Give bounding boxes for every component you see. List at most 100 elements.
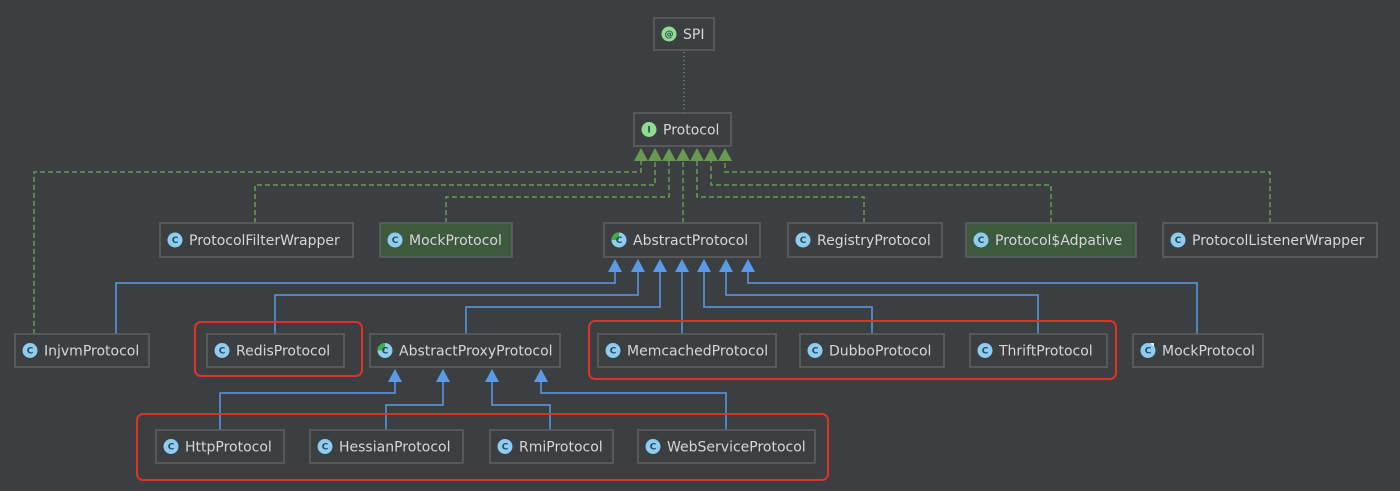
svg-text:C: C xyxy=(800,236,807,246)
svg-text:C: C xyxy=(1175,236,1182,246)
class-icon: C xyxy=(605,343,621,358)
node-box xyxy=(637,429,816,464)
arrowhead-icon xyxy=(388,369,402,382)
node-label: ProtocolListenerWrapper xyxy=(1192,233,1365,249)
arrowhead-icon xyxy=(675,259,689,272)
node-label: SPI xyxy=(683,27,704,43)
node-label: Protocol xyxy=(663,123,719,139)
node-label: HessianProtocol xyxy=(339,440,451,456)
class-icon: C xyxy=(977,343,993,358)
node-label: MockProtocol xyxy=(409,233,502,249)
edge-line xyxy=(747,272,1198,334)
node-registry[interactable]: C RegistryProtocol xyxy=(787,222,943,258)
edge-line xyxy=(254,161,656,223)
arrowhead-icon xyxy=(534,369,548,382)
edge-line xyxy=(465,272,661,334)
arrowhead-icon xyxy=(718,148,732,161)
class-icon: C xyxy=(497,439,513,454)
node-label: Protocol$Adpative xyxy=(995,233,1122,249)
arrowhead-icon xyxy=(741,259,755,272)
svg-text:C: C xyxy=(982,347,989,357)
class-icon: C xyxy=(167,232,183,248)
abstract-class-icon: C xyxy=(611,232,627,248)
edge-line xyxy=(445,161,670,223)
node-filter[interactable]: C ProtocolFilterWrapper xyxy=(159,222,354,258)
node-dubbo[interactable]: C DubboProtocol xyxy=(799,333,945,368)
edge-injvm-to-protocol xyxy=(33,148,648,334)
node-label: WebServiceProtocol xyxy=(667,440,806,456)
svg-text:I: I xyxy=(647,126,650,136)
abstract-class-icon: C xyxy=(377,343,393,358)
node-label: RegistryProtocol xyxy=(817,233,931,249)
svg-text:C: C xyxy=(322,443,329,453)
edge-line xyxy=(33,161,642,334)
edges xyxy=(33,52,1271,430)
class-icon: C xyxy=(387,232,403,248)
edge-line xyxy=(540,382,727,430)
node-spi[interactable]: @ SPI xyxy=(653,17,715,51)
highlight-box xyxy=(136,413,829,481)
edge-injvm-to-abstract xyxy=(115,259,622,334)
edge-listener-to-protocol xyxy=(718,148,1271,223)
node-label: ThriftProtocol xyxy=(998,344,1093,360)
node-webservice[interactable]: C WebServiceProtocol xyxy=(637,429,816,464)
node-box xyxy=(206,333,345,368)
edge-mock2-to-abstract xyxy=(741,259,1198,334)
node-listener[interactable]: C ProtocolListenerWrapper xyxy=(1162,222,1378,258)
node-hessian[interactable]: C HessianProtocol xyxy=(309,429,464,464)
svg-text:C: C xyxy=(616,236,623,246)
arrowhead-icon xyxy=(653,259,667,272)
node-adaptive[interactable]: C Protocol$Adpative xyxy=(965,222,1137,258)
svg-text:C: C xyxy=(392,236,399,246)
node-mock1[interactable]: C MockProtocol xyxy=(379,222,513,258)
edge-abstract-to-protocol xyxy=(676,148,690,223)
node-mock2[interactable]: C MockProtocol xyxy=(1132,333,1264,368)
edge-thrift-to-abstract xyxy=(719,259,1039,334)
class-icon: C xyxy=(317,439,333,454)
arrowhead-icon xyxy=(719,259,733,272)
edge-redis-to-abstract xyxy=(274,259,645,334)
edge-memcached-to-abstract xyxy=(675,259,689,334)
edge-line xyxy=(696,161,865,223)
annotation-icon: @ xyxy=(661,26,677,42)
arrowhead-icon xyxy=(697,259,711,272)
edge-line xyxy=(725,272,1039,334)
edge-registry-to-protocol xyxy=(690,148,865,223)
test-class-icon: C xyxy=(1140,343,1156,358)
edge-hessian-to-proxy xyxy=(385,369,450,430)
node-protocol[interactable]: I Protocol xyxy=(633,112,732,147)
node-box xyxy=(603,222,761,258)
highlight-groups xyxy=(136,320,1117,481)
class-icon: C xyxy=(645,439,661,454)
class-icon: C xyxy=(795,232,811,248)
edge-http-to-proxy xyxy=(219,369,402,430)
svg-text:C: C xyxy=(978,236,985,246)
svg-text:C: C xyxy=(502,443,509,453)
arrowhead-icon xyxy=(608,259,622,272)
arrowhead-icon xyxy=(704,148,718,161)
svg-text:C: C xyxy=(812,347,819,357)
node-box xyxy=(597,333,777,368)
node-thrift[interactable]: C ThriftProtocol xyxy=(969,333,1108,368)
node-label: ProtocolFilterWrapper xyxy=(189,233,340,249)
arrowhead-icon xyxy=(648,148,662,161)
node-label: DubboProtocol xyxy=(829,344,931,360)
arrowhead-icon xyxy=(662,148,676,161)
arrowhead-icon xyxy=(690,148,704,161)
class-icon: C xyxy=(807,343,823,358)
node-box xyxy=(799,333,945,368)
class-icon: C xyxy=(163,439,179,454)
edge-adaptive-to-protocol xyxy=(704,148,1052,223)
svg-text:C: C xyxy=(219,347,226,357)
node-label: MockProtocol xyxy=(1162,344,1255,360)
edge-line xyxy=(703,272,873,334)
highlight-box xyxy=(194,321,363,377)
